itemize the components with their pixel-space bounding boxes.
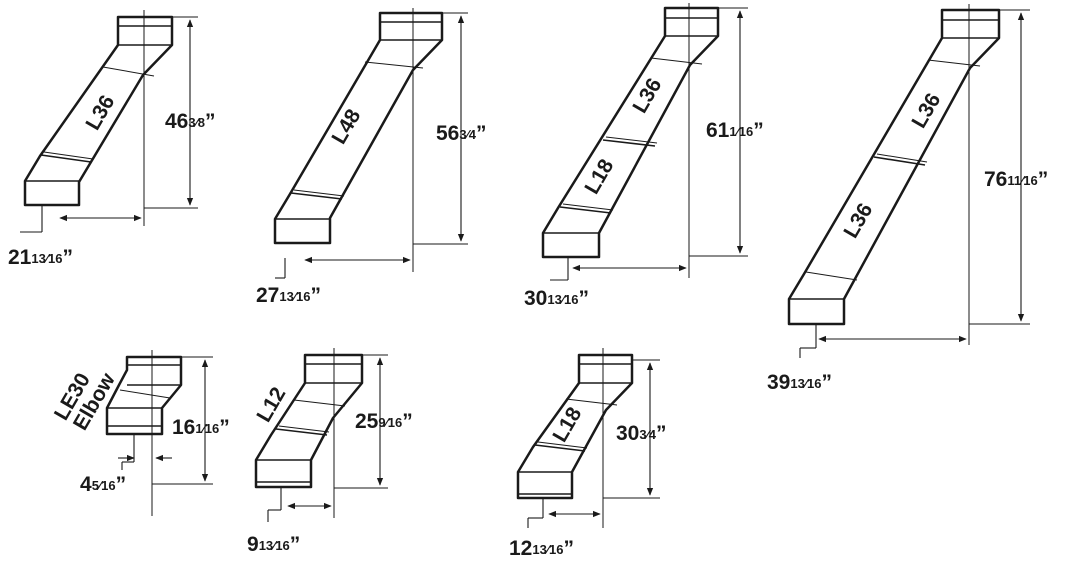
pipe-outline: [541, 6, 720, 259]
offset-dimension: 2713⁄16”: [256, 284, 321, 307]
offset-dimension: 2113⁄16”: [8, 246, 73, 269]
height-dimension: 259⁄16”: [355, 410, 413, 433]
assembly-l18: L18 303⁄4” 1213⁄16”: [509, 348, 667, 560]
height-dimension: 7611⁄16”: [984, 168, 1048, 191]
offset-dimension: 913⁄16”: [247, 533, 300, 556]
assembly-l48: L48 563⁄4” 2713⁄16”: [256, 8, 487, 307]
height-dimension: 303⁄4”: [616, 422, 667, 445]
offset-dimension: 3013⁄16”: [524, 287, 589, 310]
offset-dimension: 1213⁄16”: [509, 537, 574, 560]
assembly-l36-l36: L36 L36 7611⁄16” 3913⁄16”: [767, 4, 1048, 394]
pipe-outline: [105, 355, 183, 436]
assembly-l36-l18: L36 L18 611⁄16” 3013⁄16”: [524, 3, 764, 310]
offset-dimension: 3913⁄16”: [767, 371, 832, 394]
height-dimension: 611⁄16”: [706, 119, 764, 142]
assembly-le30-elbow: LE30 Elbow 161⁄16” 45⁄16”: [50, 350, 230, 516]
offset-dimension: 45⁄16”: [80, 473, 126, 496]
height-dimension: 161⁄16”: [172, 416, 230, 439]
assembly-l36: L36 463⁄8” 2113⁄16”: [8, 10, 216, 269]
height-dimension: 463⁄8”: [165, 110, 216, 133]
height-dimension: 563⁄4”: [436, 122, 487, 145]
assembly-l12: L12 259⁄16” 913⁄16”: [247, 348, 413, 556]
pipe-outline: [787, 8, 1001, 326]
